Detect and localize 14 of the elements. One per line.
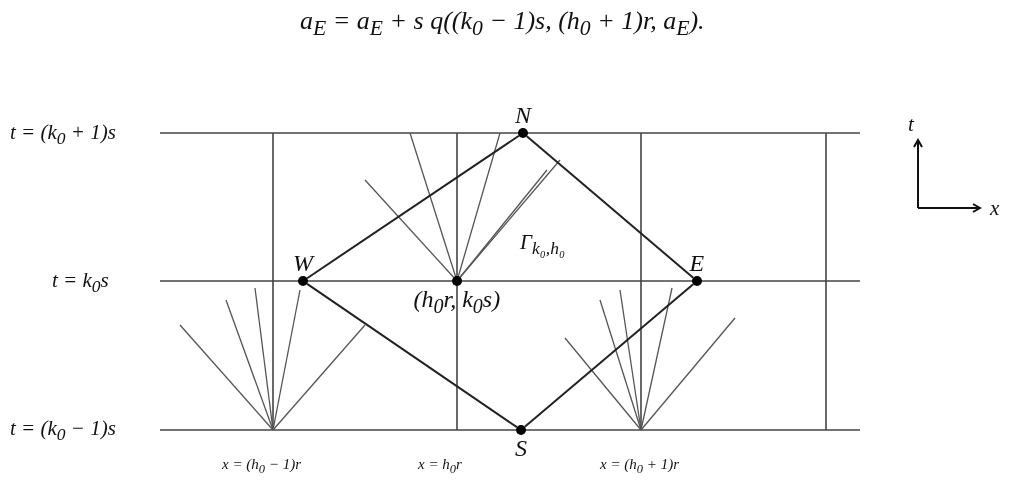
connector-line: [525, 135, 695, 279]
axis-label: t: [908, 112, 914, 136]
coordinate-label: x = (h$_{0}$ − 1)r: [222, 455, 301, 478]
formula: a$_{E}$ = a$_{E}$ + s q((k$_{0}$ − 1)s, (h$_{0}$ + 1)r, a$_{E}$).: [300, 5, 705, 43]
line-label: t = k$_{0}$s: [52, 268, 109, 299]
connector-line: [306, 282, 518, 429]
connector-line: [523, 283, 695, 428]
connector-line: [306, 134, 520, 280]
region-label: Γ$_{k₀,h₀}$: [520, 230, 565, 261]
coordinate-label: x = (h$_{0}$ + 1)r: [600, 455, 679, 478]
coordinate-label: x = h$_{0}$r: [418, 455, 462, 478]
line-label: t = (k$_{0}$ + 1)s: [10, 120, 116, 151]
line-label: t = (k$_{0}$ − 1)s: [10, 416, 116, 447]
axis-label: x: [990, 196, 1000, 220]
